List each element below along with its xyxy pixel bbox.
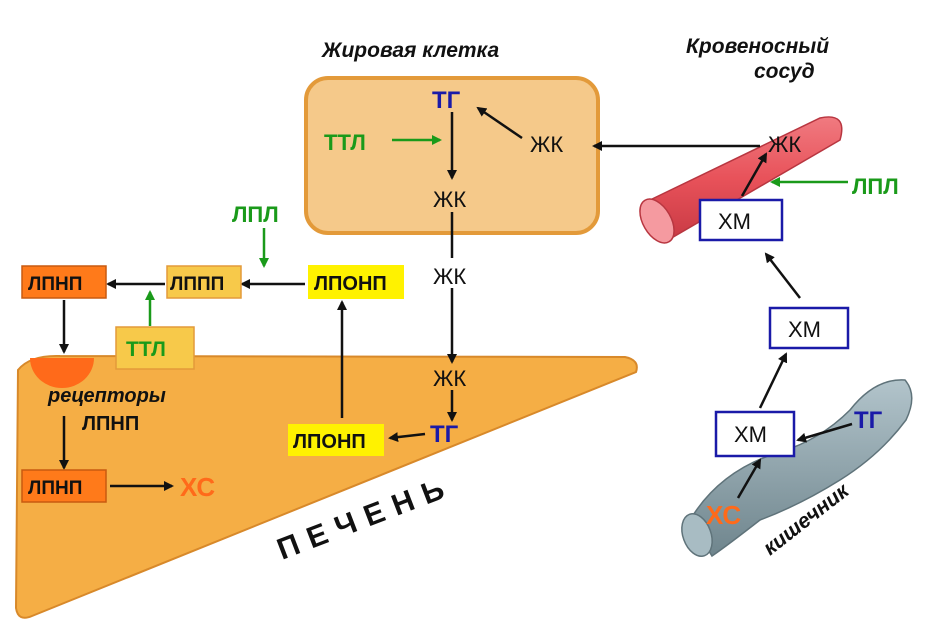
lponp-top-label: ЛПОНП: [314, 273, 387, 295]
receptors-label: рецепторы: [47, 385, 166, 407]
fa-cell-right-label: ЖК: [530, 132, 563, 157]
lpnp-bottom-label: ЛПНП: [28, 478, 82, 499]
lponp-bottom-label: ЛПОНП: [293, 431, 366, 453]
lpl-vessel-label: ЛПЛ: [852, 174, 899, 199]
xc-intestine-label: ХС: [706, 500, 741, 530]
vessel-title-line2: сосуд: [754, 60, 815, 83]
receptors-lpnp-label: ЛПНП: [82, 413, 139, 435]
tg-cell-label: ТГ: [432, 87, 461, 114]
ttl-cell-label: ТТЛ: [324, 130, 366, 155]
hm-top-label: ХМ: [718, 209, 751, 234]
arrows-black: [59, 106, 853, 499]
lponp-top-box: [308, 265, 404, 299]
lpl-left-label: ЛПЛ: [232, 202, 279, 227]
lppp-box: [166, 265, 242, 299]
hm-low-label: ХМ: [734, 422, 767, 447]
ttl-left-box: [115, 326, 195, 370]
fa-cell-mid-label: ЖК: [433, 187, 466, 212]
fa-vessel-label: ЖК: [768, 132, 801, 157]
hm-low-box: [714, 410, 796, 458]
lppp-label: ЛППП: [170, 274, 224, 295]
blood-vessel: [639, 116, 843, 244]
receptor-shape: [30, 358, 94, 388]
lponp-bottom-box: [288, 424, 384, 456]
ttl-left-label: ТТЛ: [126, 338, 166, 361]
tg-liver-label: ТГ: [430, 421, 459, 448]
hm-mid-label: ХМ: [788, 317, 821, 342]
arrows-green: [145, 135, 848, 326]
lpnp-bottom-box: [21, 469, 107, 503]
xc-liver-label: ХС: [180, 472, 215, 502]
tg-intestine-label: ТГ: [854, 407, 883, 434]
hm-mid-box: [768, 306, 850, 350]
lpnp-top-label: ЛПНП: [28, 274, 82, 295]
fat-cell-title: Жировая клетка: [321, 39, 499, 62]
fa-liver-label: ЖК: [433, 366, 466, 391]
lpnp-top-box: [21, 265, 107, 299]
fa-transit-label: ЖК: [433, 264, 466, 289]
hm-top-box: [698, 198, 784, 242]
vessel-title-line1: Кровеносный: [686, 35, 829, 58]
